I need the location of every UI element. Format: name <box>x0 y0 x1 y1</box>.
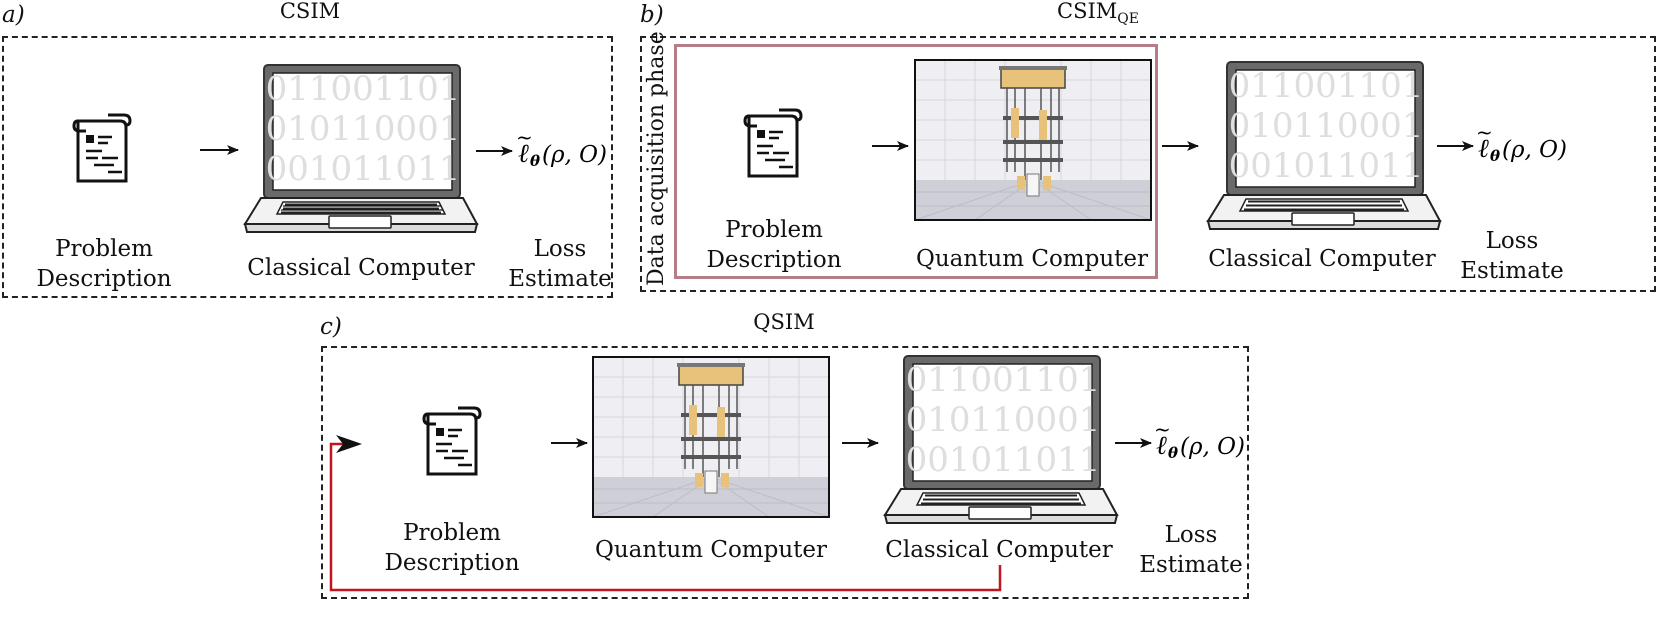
formula-theta: θ <box>1490 147 1500 165</box>
formula-tilde: ~ <box>1154 417 1171 441</box>
binary-text: 001011011 <box>266 149 461 189</box>
loss-formula: ℓ ~ θ (ρ, O) <box>516 125 607 170</box>
arrow <box>1437 141 1474 151</box>
panel-b-title-main: CSIM <box>1057 0 1118 23</box>
formula-theta: θ <box>530 152 540 170</box>
binary-text: 011001101 <box>266 69 461 109</box>
formula-theta: θ <box>1168 444 1178 462</box>
formula-ell: ℓ <box>1156 431 1167 461</box>
binary-text: 010110001 <box>906 400 1101 440</box>
formula-tilde: ~ <box>1476 120 1493 144</box>
arrow <box>872 141 909 151</box>
panel-b-title-sub: QE <box>1117 11 1139 28</box>
arrow <box>200 145 239 155</box>
binary-text: 011001101 <box>1229 66 1424 106</box>
problem-label-line2: Description <box>706 247 842 273</box>
formula-args: (ρ, O) <box>1180 434 1245 460</box>
panel-c-frame <box>321 346 1249 599</box>
binary-text: 011001101 <box>906 360 1101 400</box>
problem-label-line2: Description <box>384 550 520 576</box>
panel-c-tag: c) <box>320 314 342 340</box>
classical-label: Classical Computer <box>885 537 1113 563</box>
arrow <box>551 438 588 448</box>
laptop-icon: 011001101 010110001 001011011 <box>1206 61 1442 230</box>
problem-label-line1: Problem <box>403 520 501 546</box>
binary-text: 001011011 <box>906 440 1101 480</box>
feedback-loop-arrow <box>329 435 1002 592</box>
document-icon <box>72 113 132 183</box>
formula-ell: ℓ <box>518 139 529 169</box>
binary-text: 010110001 <box>1229 106 1424 146</box>
formula-args: (ρ, O) <box>1502 137 1567 163</box>
arrow <box>842 438 879 448</box>
document-icon <box>422 406 482 476</box>
formula-tilde: ~ <box>516 125 533 149</box>
loss-label-line1: Loss <box>533 236 587 262</box>
loss-label-line2: Estimate <box>1460 258 1564 284</box>
problem-label-line2: Description <box>36 266 172 292</box>
arrow <box>1162 141 1199 151</box>
laptop-icon: 011001101 010110001 001011011 <box>883 355 1119 524</box>
loss-label-line2: Estimate <box>1139 552 1243 578</box>
arrow <box>476 146 513 156</box>
panel-a-title: CSIM <box>279 0 341 23</box>
problem-label-line1: Problem <box>725 217 823 243</box>
binary-text: 001011011 <box>1229 146 1424 186</box>
quantum-computer-image <box>592 356 830 518</box>
document-icon <box>743 108 803 178</box>
data-acquisition-box <box>674 44 1158 279</box>
loss-label-line1: Loss <box>1485 228 1539 254</box>
panel-b-frame <box>640 36 1656 292</box>
classical-label: Classical Computer <box>1208 246 1436 272</box>
problem-label-line1: Problem <box>55 236 153 262</box>
loss-label-line2: Estimate <box>508 266 612 292</box>
loss-formula: ℓ ~ θ (ρ, O) <box>1154 417 1245 462</box>
data-acquisition-label: Data acquisition phase <box>644 31 669 286</box>
panel-a-tag: a) <box>2 2 25 28</box>
formula-args: (ρ, O) <box>542 142 607 168</box>
binary-text: 010110001 <box>266 109 461 149</box>
loss-label-line1: Loss <box>1164 522 1218 548</box>
quantum-label: Quantum Computer <box>915 246 1149 272</box>
laptop-icon: 011001101 010110001 001011011 <box>243 64 479 233</box>
panel-b-tag: b) <box>640 2 664 28</box>
quantum-label: Quantum Computer <box>594 537 828 563</box>
quantum-computer-image <box>914 59 1152 221</box>
loss-formula: ℓ ~ θ (ρ, O) <box>1476 120 1567 165</box>
panel-b-title: CSIMQE <box>1057 0 1139 28</box>
panel-c-title: QSIM <box>753 310 815 334</box>
arrow <box>1115 438 1152 448</box>
formula-ell: ℓ <box>1478 134 1489 164</box>
classical-label: Classical Computer <box>247 255 475 281</box>
panel-a-frame <box>2 36 613 298</box>
